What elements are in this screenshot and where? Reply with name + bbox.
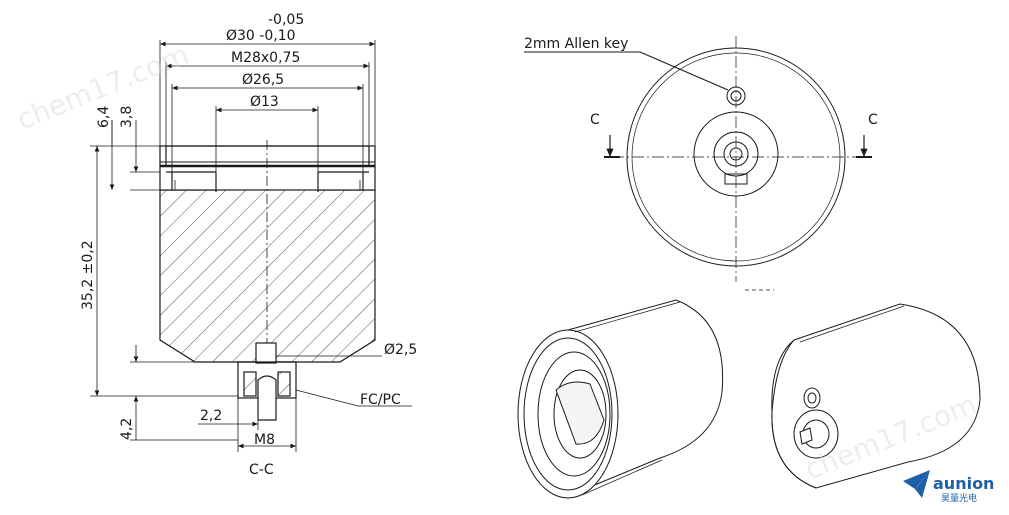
section-body xyxy=(159,173,376,363)
section-view xyxy=(159,140,376,421)
dim-thread-bottom: M8 xyxy=(254,432,275,448)
dim-thread: M28x0,75 xyxy=(231,50,300,66)
thread-sleeve xyxy=(159,145,376,191)
top-view xyxy=(524,36,872,291)
dim-6-4: 6,4 xyxy=(96,106,112,128)
iso-view-back xyxy=(771,303,981,489)
dim-tol-upper: -0,05 xyxy=(268,12,304,28)
label-connector: FC/PC xyxy=(360,392,401,408)
dim-dia-outer: Ø30 -0,10 xyxy=(226,28,296,44)
brand-logo: aunion 昊量光电 xyxy=(903,470,994,504)
dim-hole: Ø2,5 xyxy=(384,342,417,358)
dim-dia-mid: Ø26,5 xyxy=(242,72,284,88)
paper-plane-icon xyxy=(903,470,930,498)
label-section: C-C xyxy=(249,462,274,478)
section-dimensions xyxy=(90,40,412,452)
label-allen-key: 2mm Allen key xyxy=(524,36,628,52)
dim-dia-inner: Ø13 xyxy=(250,94,279,110)
label-cut-right: C xyxy=(868,112,878,128)
iso-view-front xyxy=(517,299,724,499)
dim-4-2: 4,2 xyxy=(119,418,135,440)
dim-2-2: 2,2 xyxy=(200,408,222,424)
dim-3-8: 3,8 xyxy=(119,106,135,128)
logo-sub: 昊量光电 xyxy=(941,492,977,504)
logo-brand: aunion xyxy=(933,474,994,493)
label-cut-left: C xyxy=(590,112,600,128)
dim-height: 35,2 ±0,2 xyxy=(80,240,96,310)
